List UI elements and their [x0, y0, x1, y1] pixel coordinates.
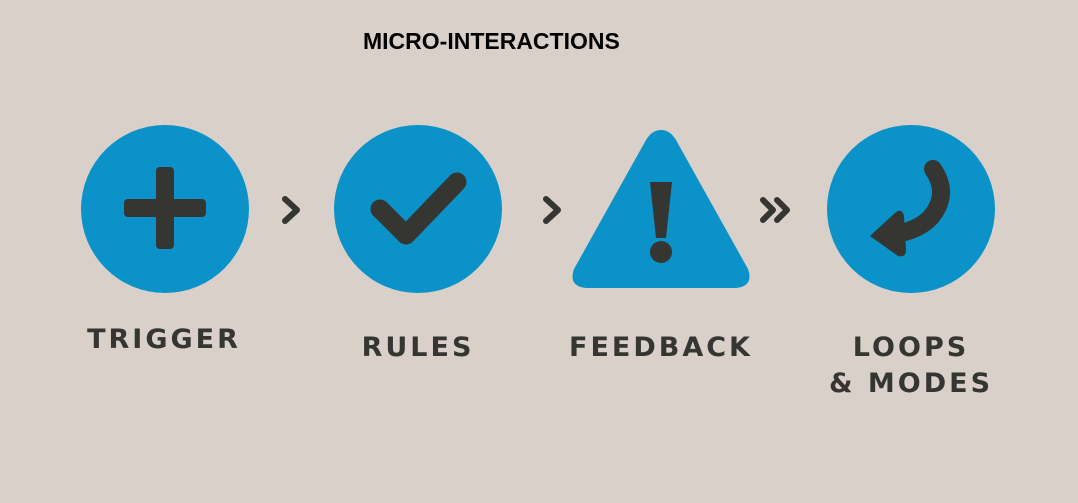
double-chevron-right-icon: [760, 197, 790, 223]
curved-return-arrow-icon: [870, 160, 950, 257]
feedback-label: FEEDBACK: [569, 332, 753, 363]
trigger-circle: [81, 125, 249, 293]
plus-icon: [124, 167, 206, 249]
diagram-title: MICRO-INTERACTIONS: [363, 28, 620, 54]
rules-label: RULES: [361, 332, 475, 363]
chevron-right-icon: [282, 196, 300, 224]
checkmark-icon: [370, 172, 467, 245]
trigger-label: TRIGGER: [87, 324, 241, 355]
loops-modes-circle: [827, 125, 995, 293]
rules-circle: [334, 125, 502, 293]
chevron-right-icon: [543, 196, 561, 224]
exclamation-icon: [650, 182, 672, 263]
feedback-triangle: [572, 130, 750, 288]
loops-modes-label: LOOPS & MODES: [828, 332, 994, 399]
